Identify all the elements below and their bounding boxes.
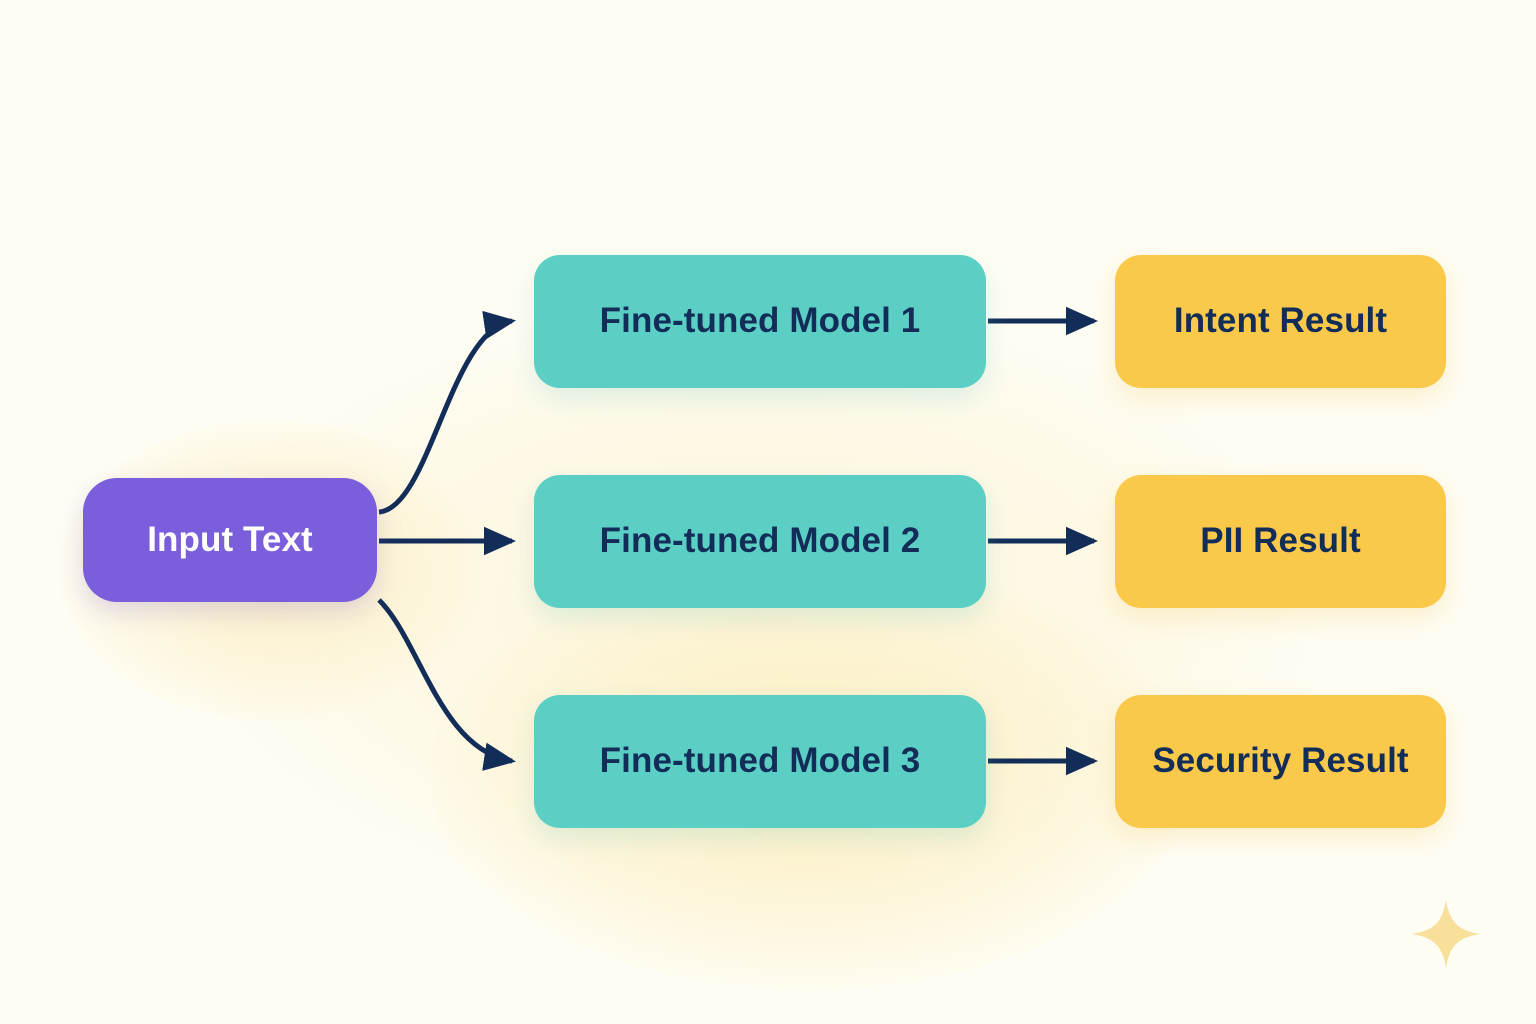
node-fine-tuned-model-2[interactable]: Fine-tuned Model 2 xyxy=(534,475,986,608)
node-security-result[interactable]: Security Result xyxy=(1115,695,1446,828)
node-fine-tuned-model-1-label: Fine-tuned Model 1 xyxy=(599,301,921,341)
node-pii-result[interactable]: PII Result xyxy=(1115,475,1446,608)
node-security-result-label: Security Result xyxy=(1152,741,1409,781)
node-fine-tuned-model-3[interactable]: Fine-tuned Model 3 xyxy=(534,695,986,828)
node-input-text[interactable]: Input Text xyxy=(83,478,377,602)
node-input-text-label: Input Text xyxy=(147,519,313,559)
node-fine-tuned-model-1[interactable]: Fine-tuned Model 1 xyxy=(534,255,986,388)
edge-input-to-model-3 xyxy=(377,598,516,771)
node-intent-result-label: Intent Result xyxy=(1173,301,1388,341)
edge-input-to-model-1 xyxy=(378,311,516,515)
node-fine-tuned-model-3-label: Fine-tuned Model 3 xyxy=(599,741,921,781)
node-fine-tuned-model-2-label: Fine-tuned Model 2 xyxy=(599,521,921,561)
node-pii-result-label: PII Result xyxy=(1200,521,1361,561)
node-intent-result[interactable]: Intent Result xyxy=(1115,255,1446,388)
